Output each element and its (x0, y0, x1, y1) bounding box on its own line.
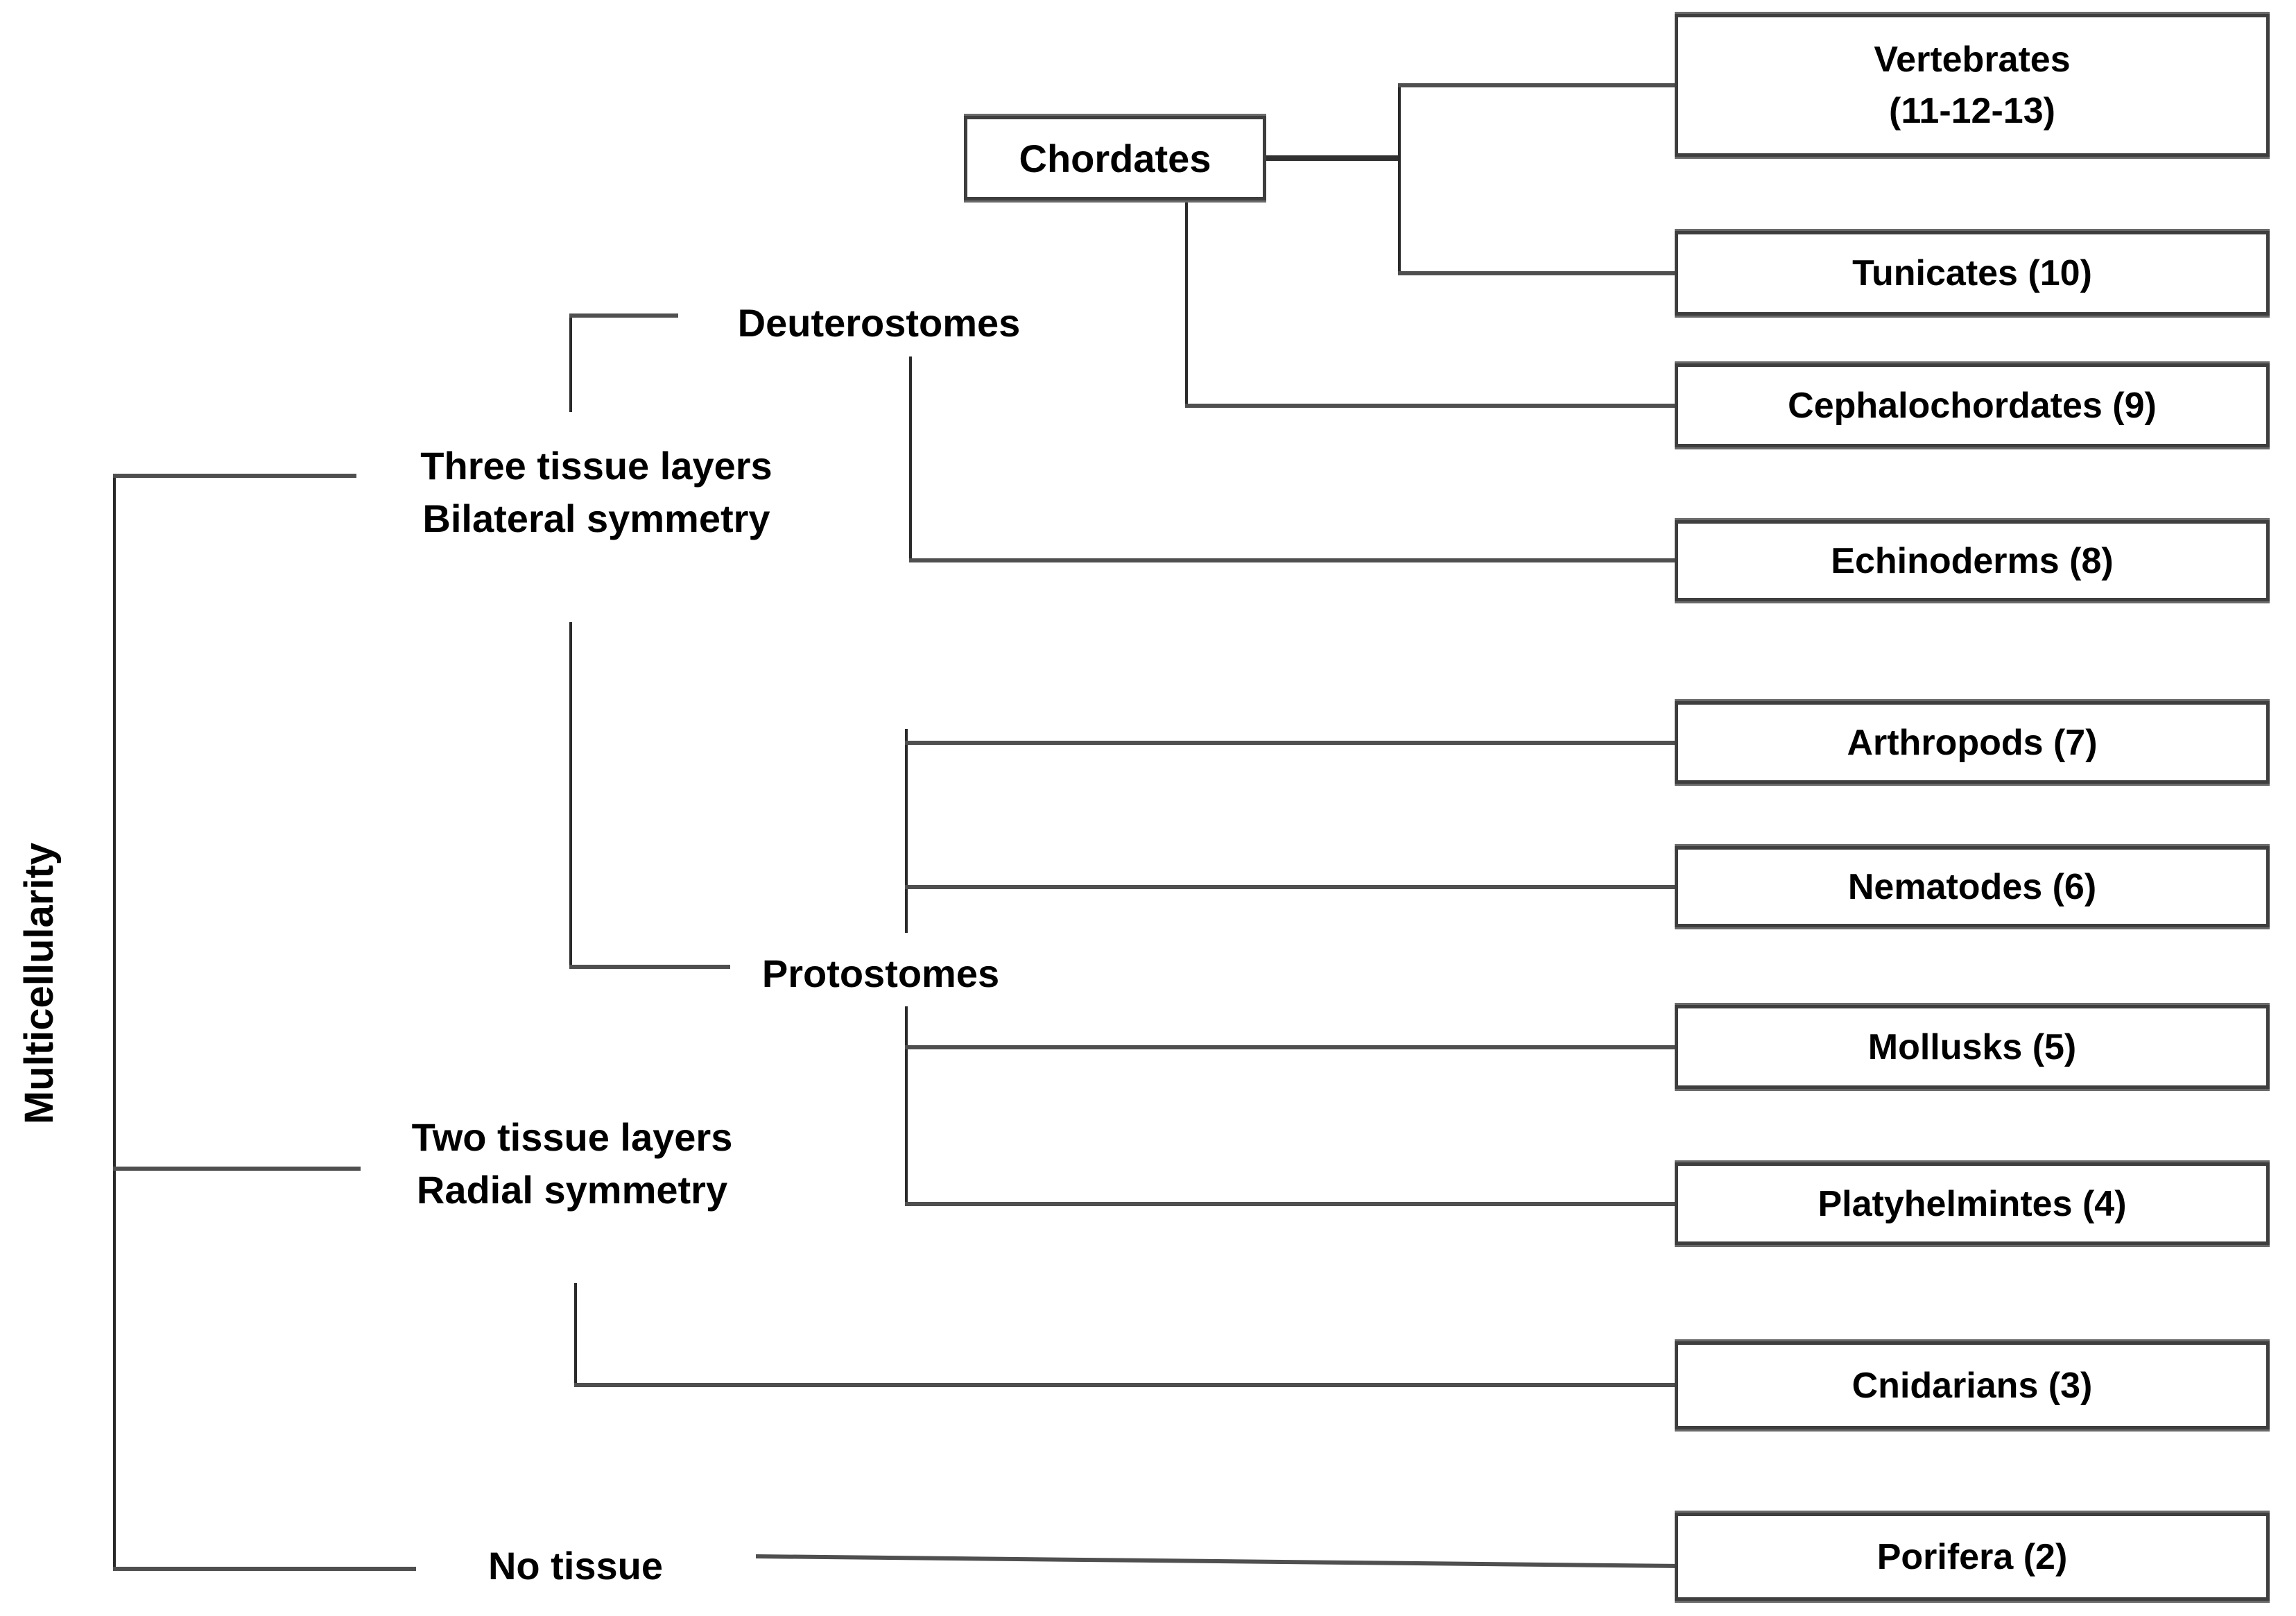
taxon-label: Nematodes (6) (1847, 866, 2097, 907)
taxon-label: Mollusks (5) (1867, 1026, 2077, 1067)
tree-edges (113, 83, 1679, 1571)
node-label-three-tissue: Three tissue layers Bilateral symmetry (399, 440, 794, 545)
node-label-line: Three tissue layers (420, 444, 772, 488)
taxon-box-echinoderms: Echinoderms (8) (1675, 520, 2270, 601)
taxon-label: Platyhelmintes (4) (1818, 1183, 2127, 1224)
node-label-line: Bilateral symmetry (422, 497, 770, 540)
axis-label-multicellularity: Multicellularity (17, 842, 62, 1125)
taxon-box-arthropods: Arthropods (7) (1675, 701, 2270, 784)
node-label-line: Radial symmetry (416, 1168, 728, 1212)
taxon-box-tunicates: Tunicates (10) (1675, 231, 2270, 316)
taxon-label: Vertebrates (1874, 40, 2071, 80)
taxon-box-cnidarians: Cnidarians (3) (1675, 1341, 2270, 1429)
node-label-no-tissue: No tissue (458, 1545, 693, 1587)
taxon-box-vertebrates: Vertebrates (11-12-13) (1675, 14, 2270, 157)
taxon-box-platyhelmintes: Platyhelmintes (4) (1675, 1162, 2270, 1245)
taxon-label: Cephalochordates (9) (1788, 385, 2157, 426)
node-label-line: Two tissue layers (411, 1115, 733, 1159)
node-label: Chordates (1019, 136, 1211, 180)
taxon-box-cephalochordates: Cephalochordates (9) (1675, 363, 2270, 447)
taxon-label: Tunicates (10) (1852, 253, 2092, 293)
taxon-box-mollusks: Mollusks (5) (1675, 1005, 2270, 1089)
taxon-box-porifera: Porifera (2) (1675, 1513, 2270, 1601)
node-box-chordates: Chordates (964, 116, 1266, 200)
taxon-numbers: (11-12-13) (1889, 91, 2055, 131)
node-label-protostomes: Protostomes (735, 947, 1026, 1000)
taxon-box-nematodes: Nematodes (6) (1675, 846, 2270, 927)
taxon-label: Echinoderms (8) (1831, 540, 2114, 581)
taxon-label: Arthropods (7) (1847, 722, 2098, 763)
taxon-label: Cnidarians (3) (1852, 1365, 2093, 1406)
node-label-two-tissue: Two tissue layers Radial symmetry (399, 1111, 745, 1217)
taxon-label: Porifera (2) (1876, 1536, 2068, 1577)
node-label-deuterostomes: Deuterostomes (721, 297, 1037, 350)
